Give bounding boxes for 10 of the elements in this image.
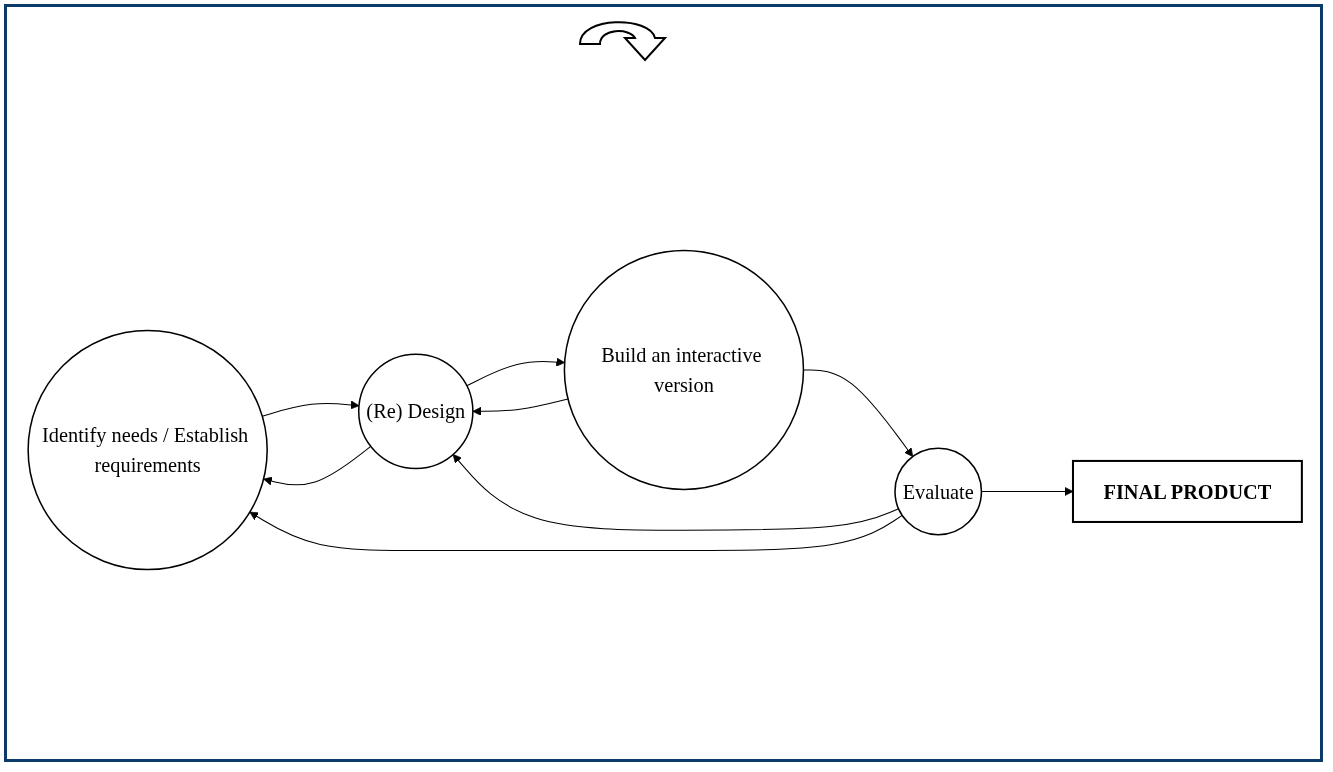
- node-circle: Identify needs / Establish requirements: [27, 329, 268, 571]
- node-circle: Build an interactive version: [563, 249, 805, 491]
- arrow: [249, 511, 903, 551]
- node-box: FINAL PRODUCT: [1071, 459, 1303, 523]
- arrow: [472, 398, 569, 416]
- arrow: [263, 445, 372, 486]
- arrow: [452, 454, 900, 531]
- arrow: [466, 357, 566, 387]
- node-circle: Evaluate: [894, 447, 983, 536]
- node-circle: (Re) Design: [357, 353, 474, 470]
